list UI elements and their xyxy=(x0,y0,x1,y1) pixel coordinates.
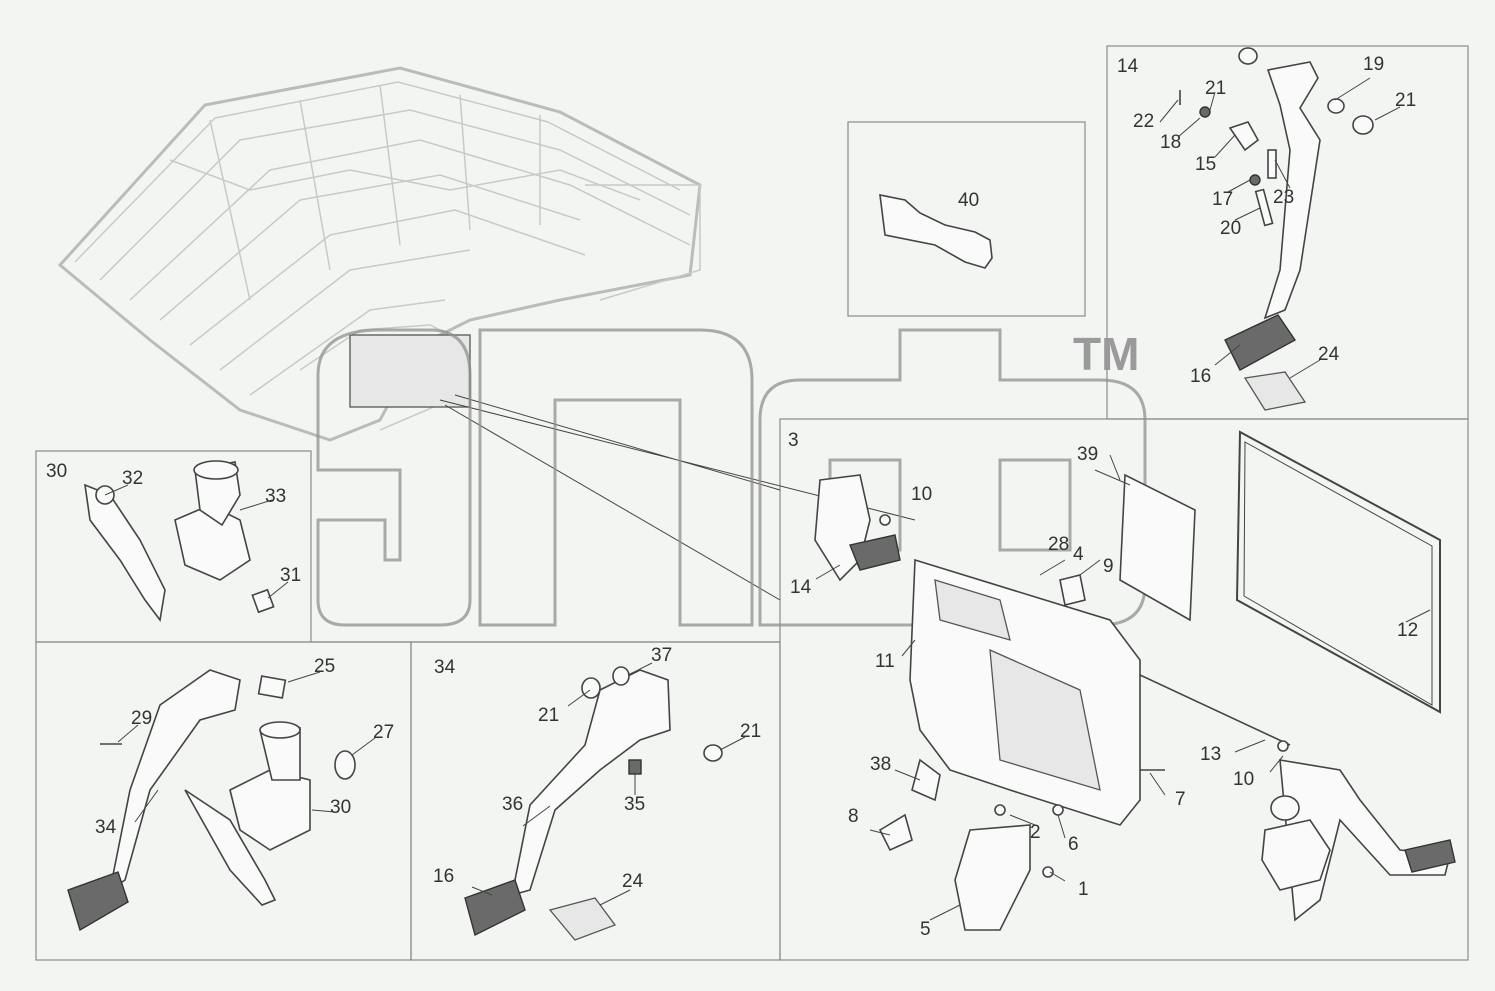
callout-24-brake: 24 xyxy=(1318,344,1340,365)
watermark-logo: TM xyxy=(316,328,1147,627)
panel-bracket-40 xyxy=(847,121,1086,317)
bracket-part-40 xyxy=(879,193,993,269)
leader-lines xyxy=(104,77,1431,921)
callout-22: 22 xyxy=(1133,111,1154,132)
callout-7: 7 xyxy=(1175,789,1186,810)
callout-12: 12 xyxy=(1397,620,1418,641)
callout-23: 23 xyxy=(1273,187,1294,208)
callout-13: 13 xyxy=(1200,744,1221,765)
callout-29: 29 xyxy=(131,708,152,729)
clutch-pedal-assembly xyxy=(67,669,356,932)
callout-16-brake: 16 xyxy=(1190,366,1211,387)
callout-34: 34 xyxy=(95,817,117,838)
callout-33: 33 xyxy=(265,486,286,507)
panel-main-assembly xyxy=(779,418,1469,961)
callout-28: 28 xyxy=(1048,534,1069,555)
callout-16-clutch: 16 xyxy=(433,866,454,887)
callout-2: 2 xyxy=(1030,822,1041,843)
callout-9: 9 xyxy=(1103,556,1114,577)
callout-labels: 1 2 3 4 5 6 7 8 9 10 10 11 12 13 14 15 1… xyxy=(95,54,1418,940)
brake-pedal-assembly xyxy=(1179,47,1374,411)
vehicle-floor-frame xyxy=(57,66,916,601)
callout-31: 31 xyxy=(280,565,301,586)
callout-21-brake-right: 21 xyxy=(1395,90,1416,111)
callout-18: 18 xyxy=(1160,132,1181,153)
callout-1: 1 xyxy=(1078,879,1089,900)
callout-27: 27 xyxy=(373,722,394,743)
callout-32: 32 xyxy=(122,468,143,489)
callout-21-clutch-right: 21 xyxy=(740,721,761,742)
callout-10-top: 10 xyxy=(911,484,932,505)
callout-3: 3 xyxy=(788,430,799,451)
callout-15: 15 xyxy=(1195,154,1216,175)
callout-35: 35 xyxy=(624,794,645,815)
callout-19: 19 xyxy=(1363,54,1384,75)
panel-label-14: 14 xyxy=(1117,56,1139,77)
trademark-label: TM xyxy=(1073,328,1139,380)
callout-21-brake-top: 21 xyxy=(1205,78,1226,99)
callout-8: 8 xyxy=(848,806,859,827)
callout-24-clutch: 24 xyxy=(622,871,644,892)
callout-11: 11 xyxy=(875,651,895,672)
panel-clutch-master xyxy=(35,450,312,643)
callout-17: 17 xyxy=(1212,189,1233,210)
callout-6: 6 xyxy=(1068,834,1079,855)
callout-5: 5 xyxy=(920,919,931,940)
callout-21-clutch-left: 21 xyxy=(538,705,559,726)
callout-14-main: 14 xyxy=(790,577,812,598)
pedal-bracket-assembly xyxy=(814,430,1456,931)
callout-25: 25 xyxy=(314,656,335,677)
callout-40: 40 xyxy=(958,190,979,211)
clutch-master-cylinder xyxy=(84,460,275,622)
panel-label-34: 34 xyxy=(434,657,456,678)
callout-20: 20 xyxy=(1220,218,1241,239)
callout-38: 38 xyxy=(870,754,891,775)
callout-4: 4 xyxy=(1073,544,1084,565)
callout-30-clutch: 30 xyxy=(330,797,351,818)
clutch-pedal-parts xyxy=(464,666,723,941)
panel-label-30: 30 xyxy=(46,461,67,482)
callout-37: 37 xyxy=(651,645,672,666)
callout-36: 36 xyxy=(502,794,523,815)
callout-10-bottom: 10 xyxy=(1233,769,1254,790)
callout-39: 39 xyxy=(1077,444,1098,465)
